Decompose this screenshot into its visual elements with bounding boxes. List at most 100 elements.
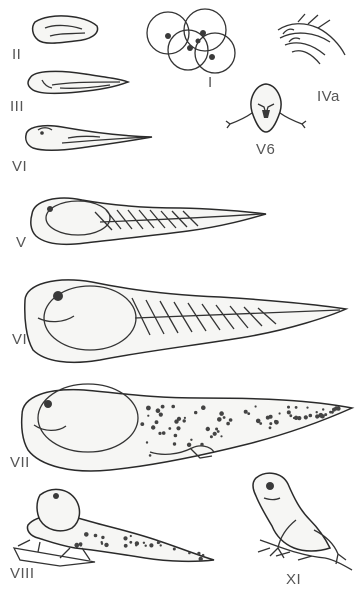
stipple-dot bbox=[158, 432, 161, 435]
stipple-dot bbox=[213, 432, 217, 436]
label-stage-viii: VIII bbox=[10, 565, 35, 582]
stipple-dot bbox=[124, 544, 128, 548]
stipple-dot bbox=[145, 545, 147, 547]
stipple-dot bbox=[219, 411, 224, 416]
stipple-dot bbox=[130, 535, 132, 537]
stipple-dot bbox=[149, 454, 152, 457]
label-stage-vii: VII bbox=[10, 454, 30, 471]
label-stage-iii: III bbox=[10, 98, 24, 115]
stipple-dot bbox=[309, 414, 313, 418]
stipple-dot bbox=[215, 428, 218, 431]
stipple-dot bbox=[306, 407, 308, 409]
stipple-dot bbox=[210, 435, 213, 438]
stipple-dot bbox=[316, 411, 318, 413]
stipple-dot bbox=[173, 548, 176, 551]
stipple-dot bbox=[173, 442, 176, 445]
stipple-dot bbox=[84, 532, 89, 537]
stipple-dot bbox=[269, 426, 272, 429]
stipple-dot bbox=[157, 542, 160, 545]
tadpole-stage-v bbox=[31, 198, 266, 244]
label-stage-iva: IVa bbox=[317, 88, 340, 105]
stipple-dot bbox=[197, 552, 200, 555]
stipple-dot bbox=[129, 541, 132, 544]
stipple-dot bbox=[223, 416, 226, 419]
gills-detail-iva bbox=[278, 14, 345, 64]
adult-frog-xi bbox=[253, 473, 352, 570]
stipple-dot bbox=[229, 418, 233, 422]
stipple-dot bbox=[146, 441, 148, 443]
stipple-dot bbox=[143, 542, 145, 544]
stipple-dot bbox=[295, 406, 298, 409]
stipple-dot bbox=[304, 415, 308, 419]
froglet-stage-viii bbox=[14, 489, 214, 566]
stipple-dot bbox=[289, 414, 292, 417]
stipple-dot bbox=[217, 417, 222, 422]
stipple-dot bbox=[171, 405, 175, 409]
stipple-dot bbox=[287, 410, 291, 414]
tadpole-stage-vii bbox=[22, 384, 352, 471]
stipple-dot bbox=[147, 415, 149, 417]
stipple-dot bbox=[135, 541, 139, 545]
stipple-dot bbox=[190, 439, 192, 441]
stipple-dot bbox=[206, 427, 210, 431]
embryo-stage-ii bbox=[33, 16, 98, 43]
stipple-dot bbox=[200, 443, 203, 446]
tadpole-stage-vi-upper bbox=[26, 126, 152, 151]
stipple-dot bbox=[184, 417, 186, 419]
stipple-dot bbox=[174, 434, 178, 438]
stipple-dot bbox=[269, 415, 273, 419]
stipple-dot bbox=[194, 411, 197, 414]
stipple-dot bbox=[322, 408, 324, 410]
stipple-dot bbox=[123, 536, 127, 540]
stipple-dot bbox=[201, 405, 206, 410]
stipple-dot bbox=[331, 411, 334, 414]
stipple-dot bbox=[255, 405, 257, 407]
stipple-dot bbox=[146, 406, 151, 411]
stipple-dot bbox=[279, 412, 281, 414]
stipple-dot bbox=[140, 422, 144, 426]
stipple-dot bbox=[199, 557, 203, 561]
label-stage-v: V bbox=[16, 234, 27, 251]
stipple-dot bbox=[226, 422, 230, 426]
stipple-dot bbox=[293, 417, 295, 419]
stipple-dot bbox=[244, 410, 248, 414]
stipple-dot bbox=[297, 416, 301, 420]
stipple-dot bbox=[274, 420, 277, 423]
label-stage-vi-upper: VI bbox=[12, 158, 27, 175]
stipple-dot bbox=[94, 534, 98, 538]
stipple-dot bbox=[151, 425, 155, 429]
tadpole-stage-vi-lower bbox=[25, 280, 346, 362]
stipple-dot bbox=[168, 427, 171, 430]
tadpole-stage-iii bbox=[28, 71, 128, 93]
label-stage-ii: II bbox=[12, 46, 21, 63]
stipple-dot bbox=[183, 419, 186, 422]
stipple-dot bbox=[174, 419, 178, 423]
stipple-dot bbox=[156, 408, 161, 413]
stipple-dot bbox=[176, 426, 180, 430]
stipple-dot bbox=[159, 413, 163, 417]
stipple-dot bbox=[74, 543, 79, 548]
label-stage-v6: V6 bbox=[256, 141, 275, 158]
stipple-dot bbox=[247, 412, 250, 415]
stipple-dot bbox=[161, 405, 165, 409]
stipple-dot bbox=[162, 431, 166, 435]
stipple-dot bbox=[101, 536, 104, 539]
stipple-dot bbox=[256, 419, 261, 424]
stipple-dot bbox=[149, 543, 153, 547]
stipple-dot bbox=[187, 443, 191, 447]
stipple-dot bbox=[287, 406, 290, 409]
stipple-dot bbox=[160, 544, 162, 546]
stipple-dot bbox=[217, 430, 220, 433]
label-stage-i: I bbox=[208, 74, 213, 91]
stipple-dot bbox=[269, 422, 272, 425]
stipple-dot bbox=[155, 420, 159, 424]
stipple-dot bbox=[324, 413, 327, 416]
stipple-dot bbox=[104, 543, 108, 547]
stipple-dot bbox=[80, 544, 83, 547]
tadpole-head-view-v6 bbox=[226, 84, 306, 132]
stipple-dot bbox=[220, 435, 222, 437]
egg-cluster bbox=[147, 9, 235, 73]
stipple-dot bbox=[101, 543, 103, 545]
stipple-dot bbox=[188, 552, 191, 555]
